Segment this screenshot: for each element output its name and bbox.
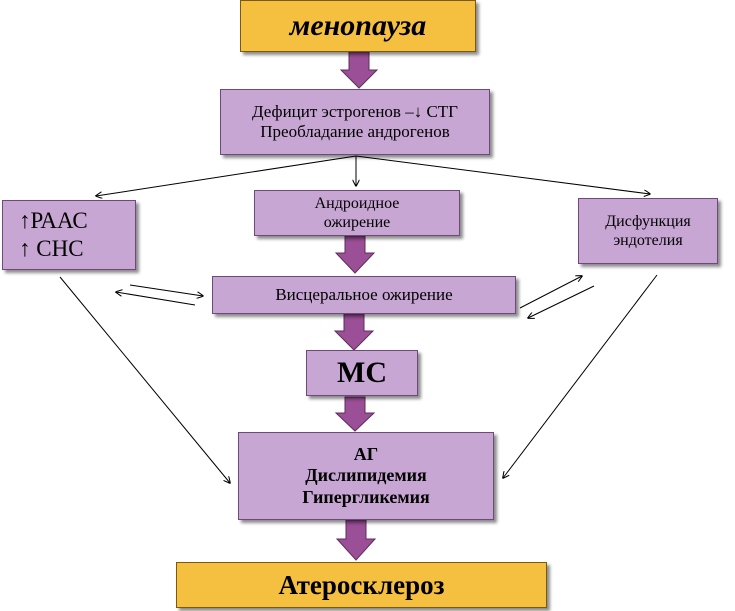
arrow-raas-to-outcomes — [59, 276, 230, 483]
obesity-line: ожирение — [323, 214, 391, 231]
arrow-raas-to-visceral — [129, 284, 203, 296]
hypertension-line: АГ — [353, 443, 379, 464]
block-arrow-android-to-visceral — [334, 235, 376, 274]
androgen-dominance-line: Преобладание андрогенов — [260, 122, 450, 141]
menopause-label: менопауза — [289, 9, 427, 42]
metabolic-syndrome-box: МС — [306, 350, 418, 396]
estrogen-deficit-box: Дефицит эстрогенов –↓ СТГ Преобладание а… — [220, 89, 490, 155]
block-arrow-outcomes-to-atherosclerosis — [335, 519, 377, 561]
visceral-obesity-label: Висцеральное ожирение — [275, 284, 453, 304]
sns-line: ↑ СНС — [19, 236, 84, 261]
arrow-deficit-to-raas — [96, 155, 357, 196]
android-line: Андроидное — [314, 194, 400, 212]
estrogen-deficit-line: Дефицит эстрогенов –↓ СТГ — [252, 101, 458, 121]
visceral-obesity-box: Висцеральное ожирение — [212, 276, 516, 314]
block-arrow-visceral-to-ms — [333, 313, 375, 351]
arrow-visceral-to-endothelium — [519, 276, 582, 309]
raas-line: ↑РААС — [19, 208, 88, 234]
dysfunction-line: Дисфункция — [605, 212, 691, 230]
arrow-endothelium-to-visceral — [528, 285, 595, 318]
android-obesity-box: Андроидное ожирение — [254, 190, 460, 236]
raas-sns-box: ↑РААС ↑ СНС — [2, 200, 136, 270]
arrow-endothelium-to-outcomes — [503, 274, 658, 478]
arrow-deficit-to-endothelium — [355, 155, 650, 194]
block-arrow-ms-to-outcomes — [334, 396, 376, 432]
menopause-box: менопауза — [240, 0, 476, 52]
block-arrow-menopause-to-deficit — [339, 51, 379, 89]
atherosclerosis-label: Атеросклероз — [278, 569, 445, 600]
hyperglycemia-line: Гипергликемия — [302, 486, 430, 507]
outcomes-box: АГ Дислипидемия Гипергликемия — [238, 432, 494, 520]
metabolic-syndrome-label: МС — [337, 356, 387, 389]
dyslipidemia-line: Дислипидемия — [305, 465, 427, 486]
endothelium-line: эндотелия — [613, 232, 683, 249]
atherosclerosis-box: Атеросклероз — [176, 562, 547, 608]
arrow-visceral-to-raas — [116, 292, 196, 306]
endothelial-dysfunction-box: Дисфункция эндотелия — [578, 198, 718, 264]
